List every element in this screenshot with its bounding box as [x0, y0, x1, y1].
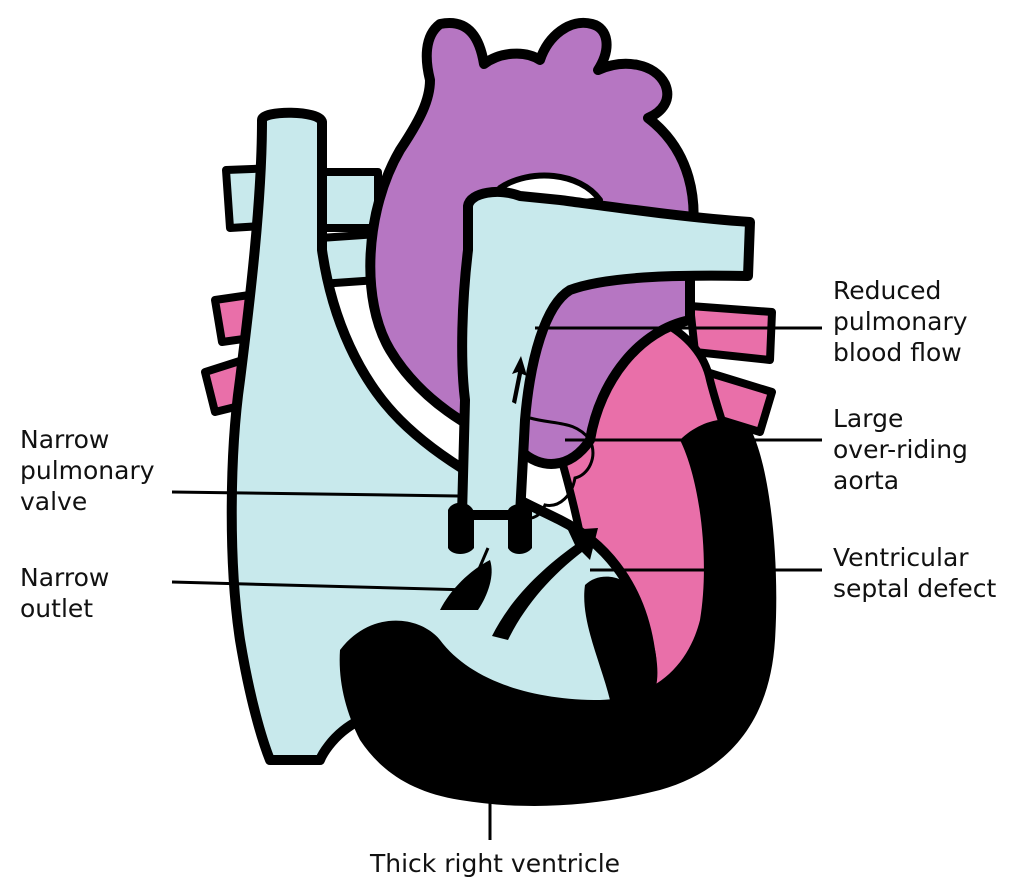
- label-ventricular-septal-defect: Ventricular septal defect: [833, 542, 996, 604]
- label-line: Narrow: [20, 562, 109, 593]
- label-line: over-riding: [833, 434, 968, 465]
- label-reduced-pulmonary-blood-flow: Reduced pulmonary blood flow: [833, 275, 968, 368]
- label-narrow-outlet: Narrow outlet: [20, 562, 109, 624]
- label-line: aorta: [833, 465, 968, 496]
- label-line: Large: [833, 403, 968, 434]
- label-line: Narrow: [20, 424, 155, 455]
- label-line: septal defect: [833, 573, 996, 604]
- label-line: outlet: [20, 593, 109, 624]
- label-line: Ventricular: [833, 542, 996, 573]
- label-line: Thick right ventricle: [370, 848, 620, 879]
- label-line: pulmonary: [20, 455, 155, 486]
- label-thick-right-ventricle: Thick right ventricle: [370, 848, 620, 879]
- label-large-overriding-aorta: Large over-riding aorta: [833, 403, 968, 496]
- pulmonary-valve-right: [508, 504, 532, 554]
- label-narrow-pulmonary-valve: Narrow pulmonary valve: [20, 424, 155, 517]
- label-line: valve: [20, 486, 155, 517]
- label-line: Reduced: [833, 275, 968, 306]
- label-line: blood flow: [833, 337, 968, 368]
- pulmonary-artery-stub-mid: [320, 172, 378, 228]
- label-line: pulmonary: [833, 306, 968, 337]
- pulmonary-valve-left: [448, 503, 474, 554]
